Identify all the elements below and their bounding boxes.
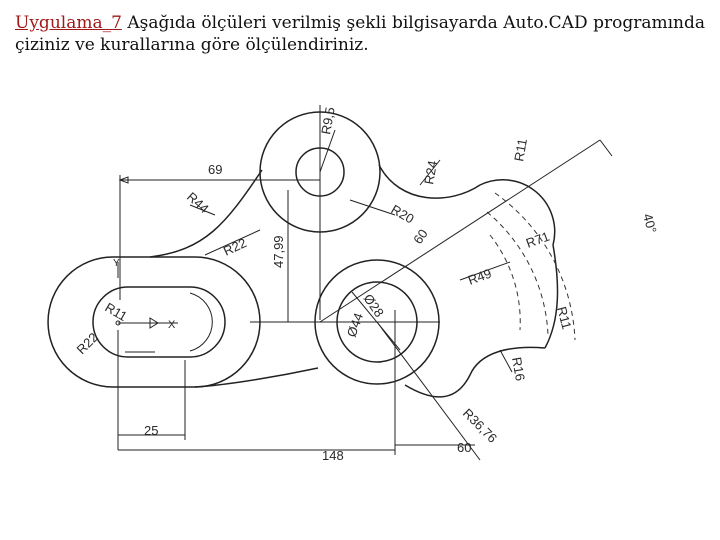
- label-60-small: 60: [410, 226, 431, 246]
- exercise-heading: Uygulama_7 Aşağıda ölçüleri verilmiş şek…: [15, 12, 705, 56]
- leader-r16: [499, 349, 513, 373]
- leader-r36-76: [376, 321, 481, 461]
- outline-right-arc: [544, 244, 559, 349]
- leader-r9-5: [319, 129, 336, 173]
- label-axis-x: X: [168, 319, 176, 331]
- dim-40-arrow-leader: [599, 139, 613, 157]
- label-r11-top: R11: [511, 137, 530, 162]
- dashed-arc-inner: [489, 234, 521, 331]
- label-r11-left: R11: [103, 300, 130, 324]
- label-r71: R71: [524, 229, 552, 251]
- leader-r20: [349, 199, 396, 216]
- dashed-arc-outer: [494, 192, 576, 341]
- label-r11-right: R11: [554, 305, 574, 331]
- x-axis-arrow-icon: [149, 317, 159, 329]
- label-r16: R16: [509, 356, 528, 382]
- dim-69-arrow: [118, 176, 129, 184]
- exercise-instruction: Aşağıda ölçüleri verilmiş şekli bilgisay…: [15, 13, 705, 55]
- exercise-tag: Uygulama_7: [15, 13, 122, 33]
- label-25: 25: [144, 423, 158, 438]
- label-r9-5: R9,5: [318, 106, 338, 136]
- dimension-lines: [117, 105, 613, 461]
- label-r22-upper: R22: [221, 235, 249, 259]
- outline-top-concave: [378, 164, 556, 246]
- label-47-99: 47,99: [271, 235, 286, 268]
- leader-r22: [204, 229, 261, 256]
- axis-markers: X Y: [113, 258, 176, 331]
- label-r24: R24: [421, 159, 440, 185]
- leader-r24: [419, 159, 441, 186]
- leader-dia: [351, 291, 401, 351]
- label-r20: R20: [389, 202, 417, 227]
- label-dia44: Ø44: [344, 311, 367, 339]
- label-angle-40: 40°: [640, 212, 660, 235]
- outline-bottom-left: [194, 367, 319, 388]
- left-slot-inner-arc: [189, 292, 213, 352]
- outline: [149, 164, 559, 398]
- label-axis-y: Y: [113, 258, 120, 269]
- left-slot-inner: [92, 286, 226, 358]
- label-r22-left: R22: [74, 330, 101, 357]
- left-slot-outer: [47, 256, 261, 388]
- outline-left-upper-arc: [149, 169, 263, 258]
- construction-arcs: [486, 192, 576, 341]
- leader-r44: [189, 204, 216, 216]
- label-r49: R49: [466, 266, 494, 288]
- left-slot: [47, 256, 261, 388]
- dimension-labels: R9,5 R11 R24 40° 69 R44 R20 60 R71 R22 4…: [74, 106, 660, 463]
- label-69: 69: [208, 162, 222, 177]
- leader-r49: [459, 261, 511, 281]
- label-148: 148: [322, 448, 344, 463]
- outline-right-bottom: [404, 346, 546, 398]
- leader-r71: [319, 139, 601, 323]
- label-60-bottom: 60: [457, 440, 471, 455]
